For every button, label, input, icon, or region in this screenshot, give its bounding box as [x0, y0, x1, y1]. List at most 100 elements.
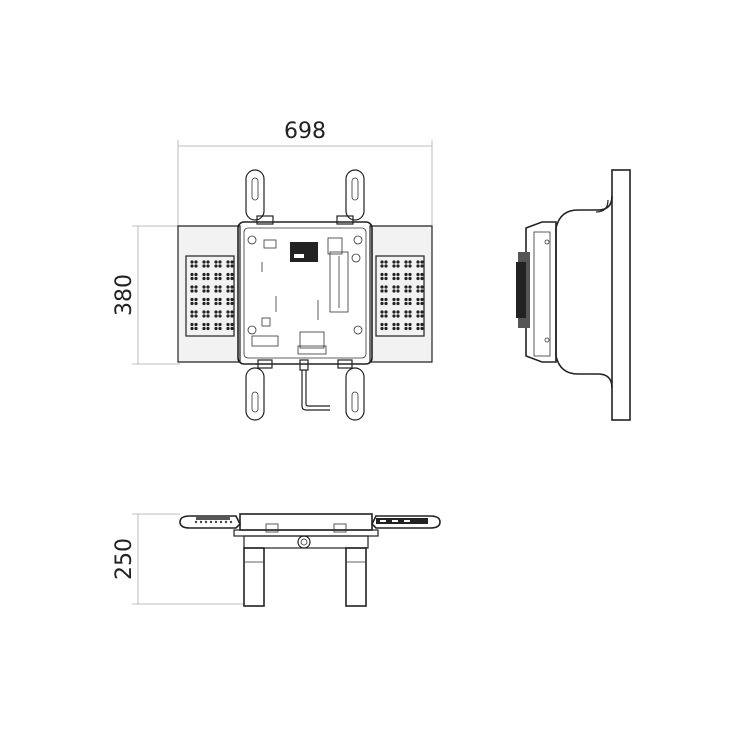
led-dot	[408, 285, 412, 289]
led-dot	[416, 301, 420, 306]
led-dot	[408, 314, 412, 318]
led-dot	[420, 301, 424, 306]
led-dot	[380, 314, 384, 318]
led-dot	[206, 301, 210, 306]
led-dot	[392, 272, 396, 277]
led-dot	[416, 276, 420, 281]
led-dot	[404, 310, 408, 314]
led-dot	[396, 322, 400, 327]
led-dot	[380, 310, 384, 314]
led-dot	[408, 260, 412, 264]
led-dot	[194, 322, 198, 327]
led-dot	[380, 322, 384, 327]
led-dot	[408, 310, 412, 314]
led-dot	[218, 264, 222, 268]
led-dot	[380, 297, 384, 302]
texture-dot	[209, 520, 213, 524]
led-dot	[396, 260, 400, 264]
bottom-mounting-brackets	[245, 359, 365, 421]
led-dot	[396, 310, 400, 314]
led-dot	[396, 326, 400, 331]
texture-dot	[194, 520, 198, 524]
led-dot	[206, 322, 210, 327]
led-dot	[202, 272, 206, 277]
led-dot	[218, 301, 222, 306]
led-dot	[226, 322, 230, 327]
led-dot	[396, 297, 400, 302]
led-dot	[404, 260, 408, 264]
led-dot	[202, 314, 206, 318]
led-dot	[218, 272, 222, 277]
led-dot	[218, 310, 222, 314]
texture-dot	[224, 520, 228, 524]
led-dot	[202, 289, 206, 293]
led-dot	[214, 260, 218, 264]
led-dot	[404, 285, 408, 289]
led-dot	[416, 314, 420, 318]
led-dot	[408, 276, 412, 281]
texture-dot	[214, 520, 218, 524]
led-dot	[194, 297, 198, 302]
led-dot	[226, 276, 230, 281]
led-dot	[202, 285, 206, 289]
led-dot	[230, 322, 234, 327]
led-dot	[416, 322, 420, 327]
depth-dimension: 250	[112, 513, 244, 605]
led-dot	[420, 264, 424, 268]
width-dimension: 698	[177, 119, 433, 228]
led-dot	[206, 276, 210, 281]
left-led-panel	[177, 225, 241, 363]
led-dot	[392, 260, 396, 264]
texture-dot	[204, 520, 208, 524]
led-dot	[420, 314, 424, 318]
led-dot	[214, 272, 218, 277]
led-dot	[384, 260, 388, 264]
led-dot	[380, 264, 384, 268]
bottom-panel-texture	[194, 520, 233, 524]
height-dimension: 380	[112, 225, 180, 365]
texture-dot	[219, 520, 223, 524]
led-dot	[230, 297, 234, 302]
led-dot	[214, 301, 218, 306]
texture-dot	[199, 520, 203, 524]
led-dot	[202, 326, 206, 331]
led-dot	[202, 310, 206, 314]
led-dot	[190, 260, 194, 264]
led-dot	[384, 289, 388, 293]
led-dot	[226, 301, 230, 306]
led-dot	[392, 326, 396, 331]
led-dot	[404, 322, 408, 327]
led-dot	[214, 276, 218, 281]
led-dot	[206, 326, 210, 331]
led-dot	[384, 276, 388, 281]
led-dot	[396, 264, 400, 268]
led-dot	[380, 276, 384, 281]
led-dot	[420, 276, 424, 281]
led-dot	[190, 297, 194, 302]
led-dot	[384, 301, 388, 306]
led-dot	[416, 272, 420, 277]
led-dot	[206, 272, 210, 277]
height-label: 380	[112, 274, 137, 316]
led-dot	[416, 310, 420, 314]
led-dot	[218, 289, 222, 293]
led-dot	[230, 326, 234, 331]
led-dot	[420, 260, 424, 264]
led-dot	[404, 289, 408, 293]
right-led-array	[380, 260, 424, 331]
led-dot	[202, 297, 206, 302]
led-dot	[380, 272, 384, 277]
led-dot	[230, 285, 234, 289]
led-dot	[190, 322, 194, 327]
led-dot	[194, 285, 198, 289]
led-dot	[396, 276, 400, 281]
led-dot	[420, 297, 424, 302]
led-dot	[392, 301, 396, 306]
led-dot	[226, 289, 230, 293]
led-dot	[396, 314, 400, 318]
led-dot	[420, 310, 424, 314]
led-dot	[206, 285, 210, 289]
led-dot	[416, 326, 420, 331]
bottom-view: 250	[112, 513, 441, 607]
led-dot	[420, 322, 424, 327]
